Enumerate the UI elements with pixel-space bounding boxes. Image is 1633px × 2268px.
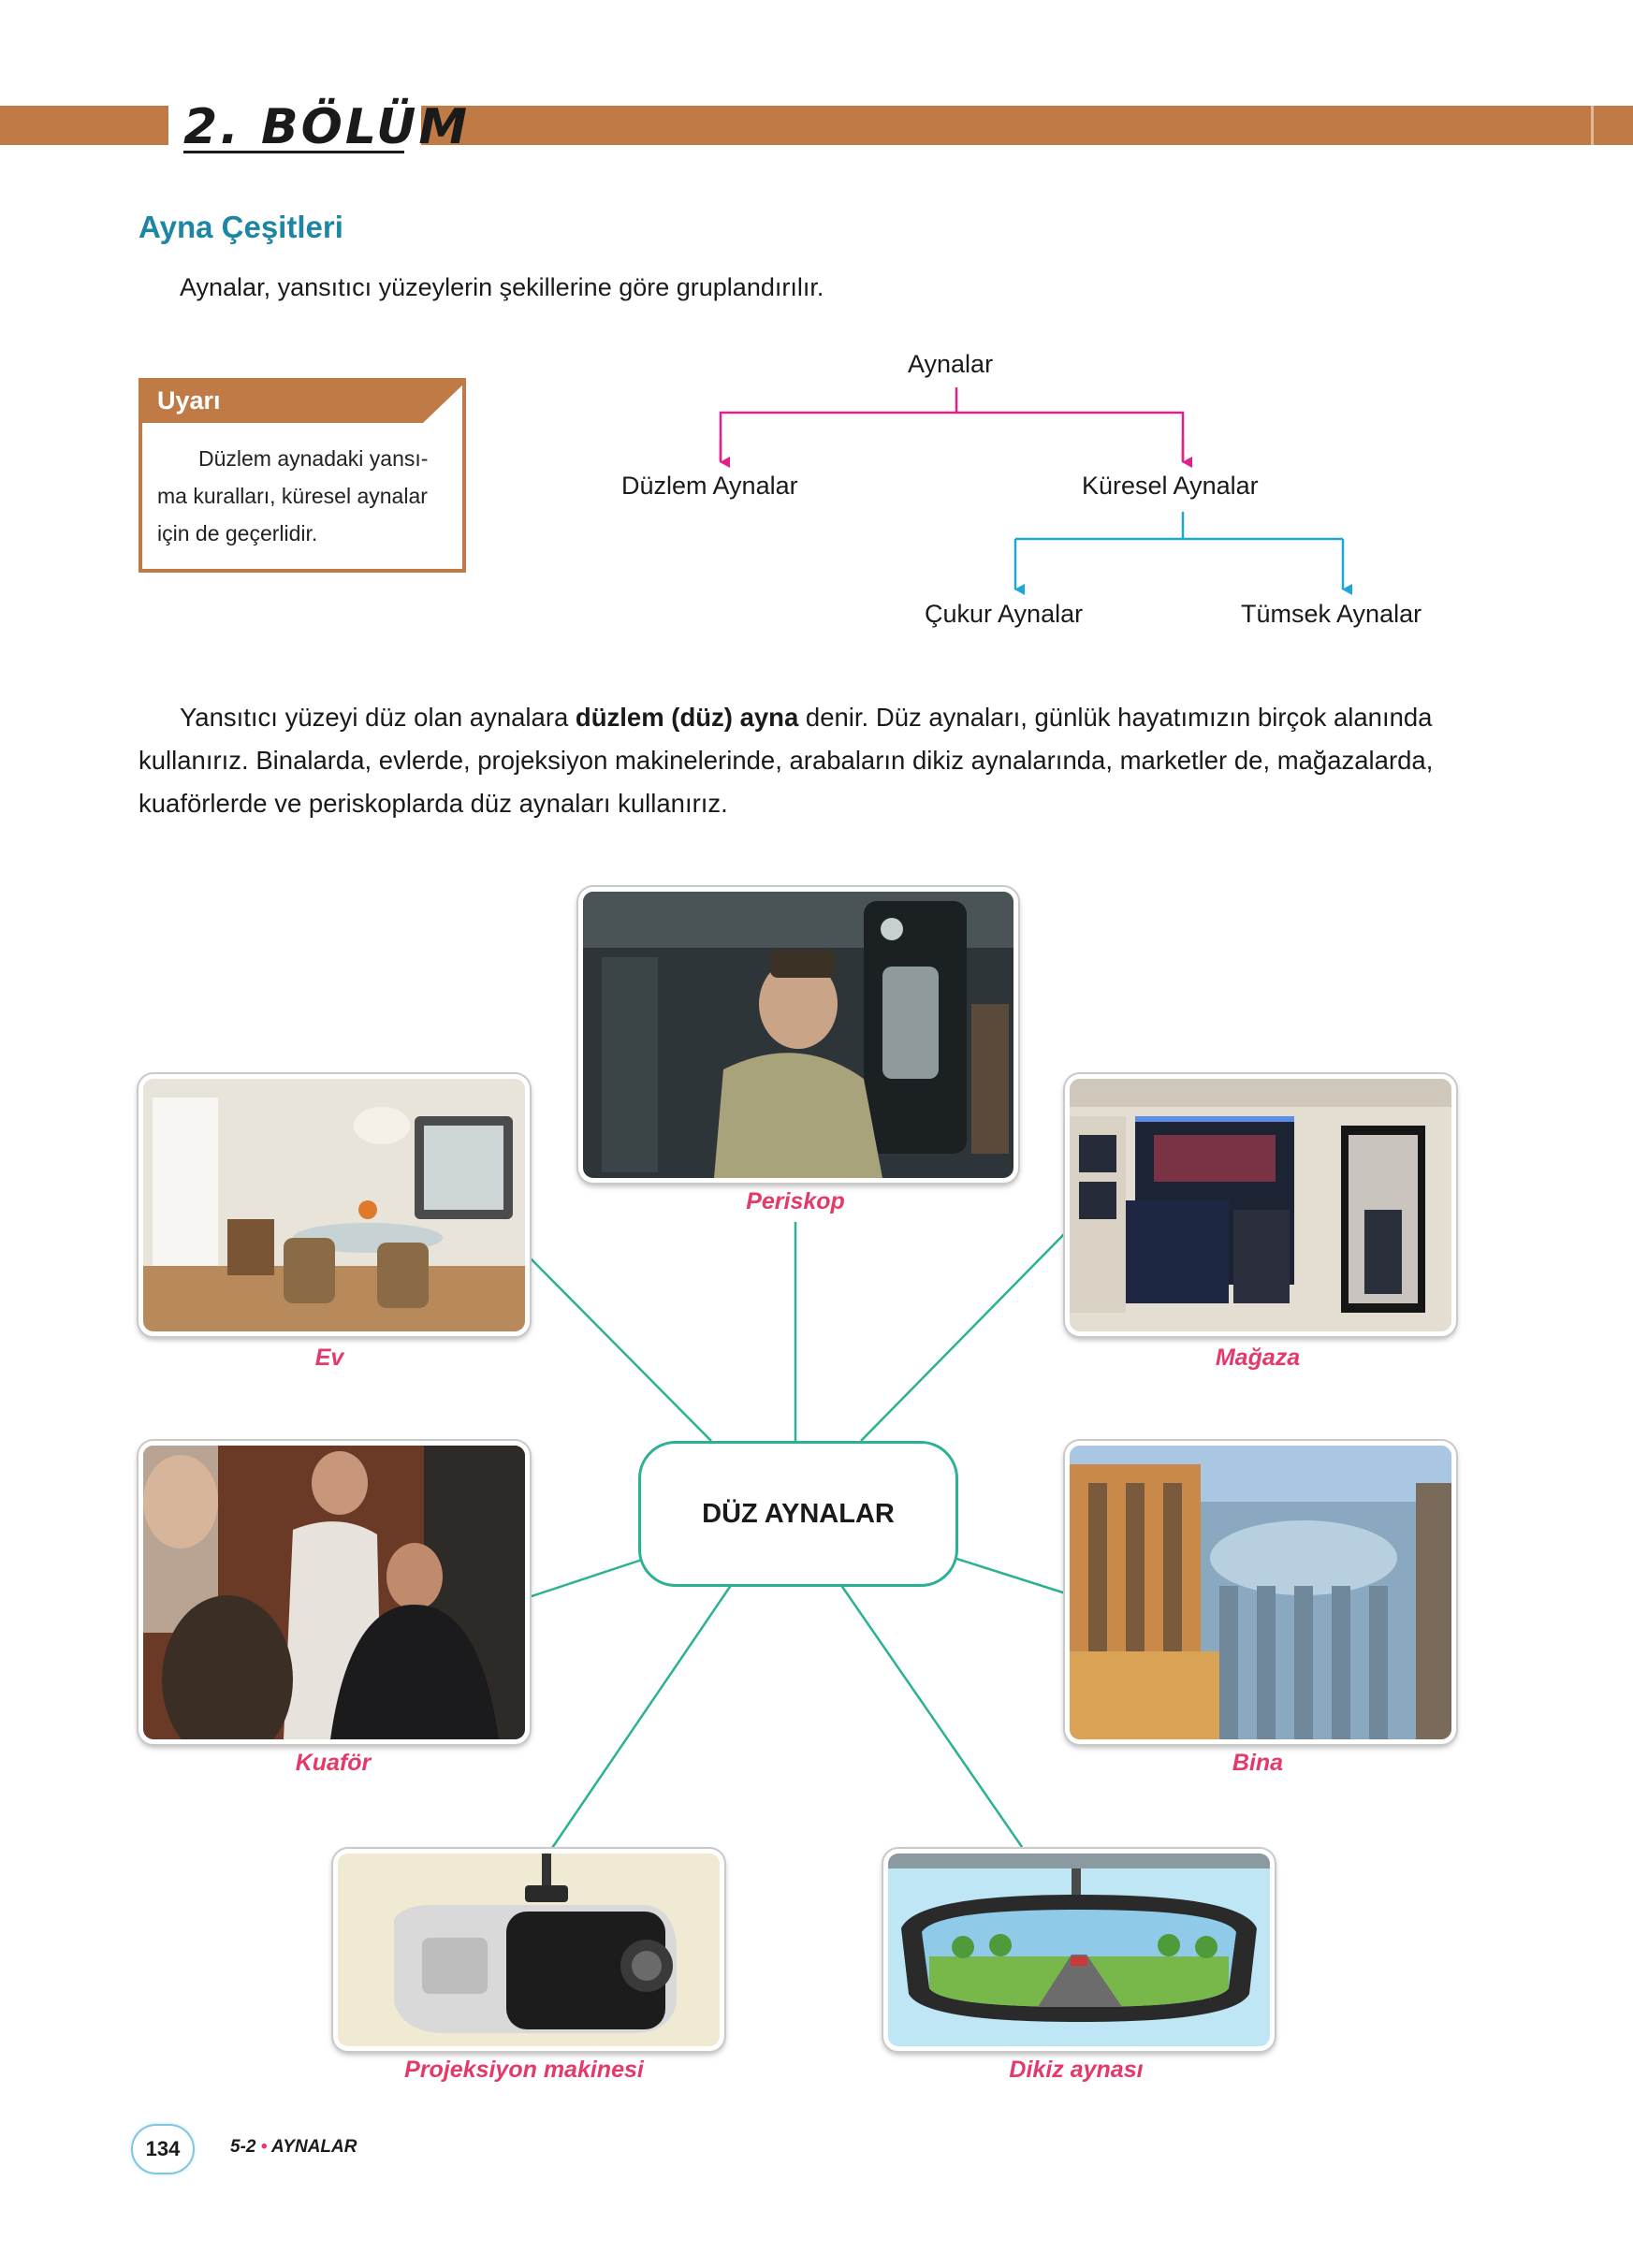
tree-branch-level1	[719, 411, 1185, 460]
tree-tumsek-label: Tümsek Aynalar	[1241, 600, 1422, 628]
mindmap-center-label: DÜZ AYNALAR	[702, 1498, 895, 1529]
paragraph-bold-term: düzlem (düz) ayna	[575, 703, 799, 732]
mirror-tree-connectors	[719, 387, 1352, 595]
caption-projeksiyon: Projeksiyon makinesi	[404, 2057, 644, 2083]
projeksiyon-photo	[333, 1849, 724, 2051]
dikiz-photo	[883, 1849, 1275, 2051]
periskop-photo	[578, 887, 1018, 1183]
warning-header	[142, 382, 423, 423]
ev-photo	[139, 1074, 530, 1336]
page-number-text: 134	[145, 2137, 181, 2160]
paragraph-text: denir. Düz aynaları, günlük hayatımızın …	[139, 703, 1434, 818]
paragraph-text: Yansıtıcı yüzeyi düz olan aynalara	[180, 703, 576, 732]
page-number: 134	[133, 2126, 193, 2173]
warning-header-corner	[423, 382, 466, 423]
caption-ev: Ev	[314, 1345, 344, 1371]
warning-text: Düzlem aynadaki yansı- ma kuralları, kür…	[157, 440, 453, 552]
tree-kuresel-label: Küresel Aynalar	[1082, 472, 1259, 500]
warning-line: ma kuralları, küresel aynalar	[157, 484, 428, 508]
header-band-right	[421, 106, 1633, 145]
caption-magaza: Mağaza	[1215, 1345, 1301, 1371]
definition-paragraph: Yansıtıcı yüzeyi düz olan aynalara düzle…	[139, 696, 1467, 825]
header-band-left	[0, 106, 168, 145]
footer-unit: 5-2	[230, 2137, 256, 2157]
mindmap-center-node: DÜZ AYNALAR	[638, 1441, 958, 1587]
caption-bina: Bina	[1232, 1750, 1284, 1776]
bina-photo	[1065, 1441, 1456, 1744]
footer-topic-label: AYNALAR	[270, 2137, 357, 2157]
section-title: Ayna Çeşitleri	[139, 210, 343, 244]
footer-topic: 5-2 • AYNALAR	[230, 2137, 357, 2158]
magaza-photo	[1065, 1074, 1456, 1336]
tree-duzlem-label: Düzlem Aynalar	[621, 472, 798, 500]
tree-root-label: Aynalar	[908, 350, 994, 378]
footer-bullet: •	[260, 2137, 268, 2157]
caption-kuafor: Kuaför	[295, 1750, 372, 1776]
warning-line: için de geçerlidir.	[157, 521, 318, 545]
caption-periskop: Periskop	[746, 1188, 845, 1214]
warning-title: Uyarı	[157, 386, 221, 414]
kuafor-photo	[139, 1441, 530, 1744]
warning-line: Düzlem aynadaki yansı-	[198, 446, 429, 471]
chapter-underline	[183, 151, 404, 153]
warning-box: Uyarı Düzlem aynadaki yansı- ma kurallar…	[139, 378, 466, 573]
tree-cukur-label: Çukur Aynalar	[925, 600, 1084, 628]
intro-text: Aynalar, yansıtıcı yüzeylerin şekillerin…	[180, 273, 824, 301]
caption-dikiz: Dikiz aynası	[1009, 2057, 1144, 2083]
chapter-title: 2. BÖLÜM	[183, 99, 471, 155]
